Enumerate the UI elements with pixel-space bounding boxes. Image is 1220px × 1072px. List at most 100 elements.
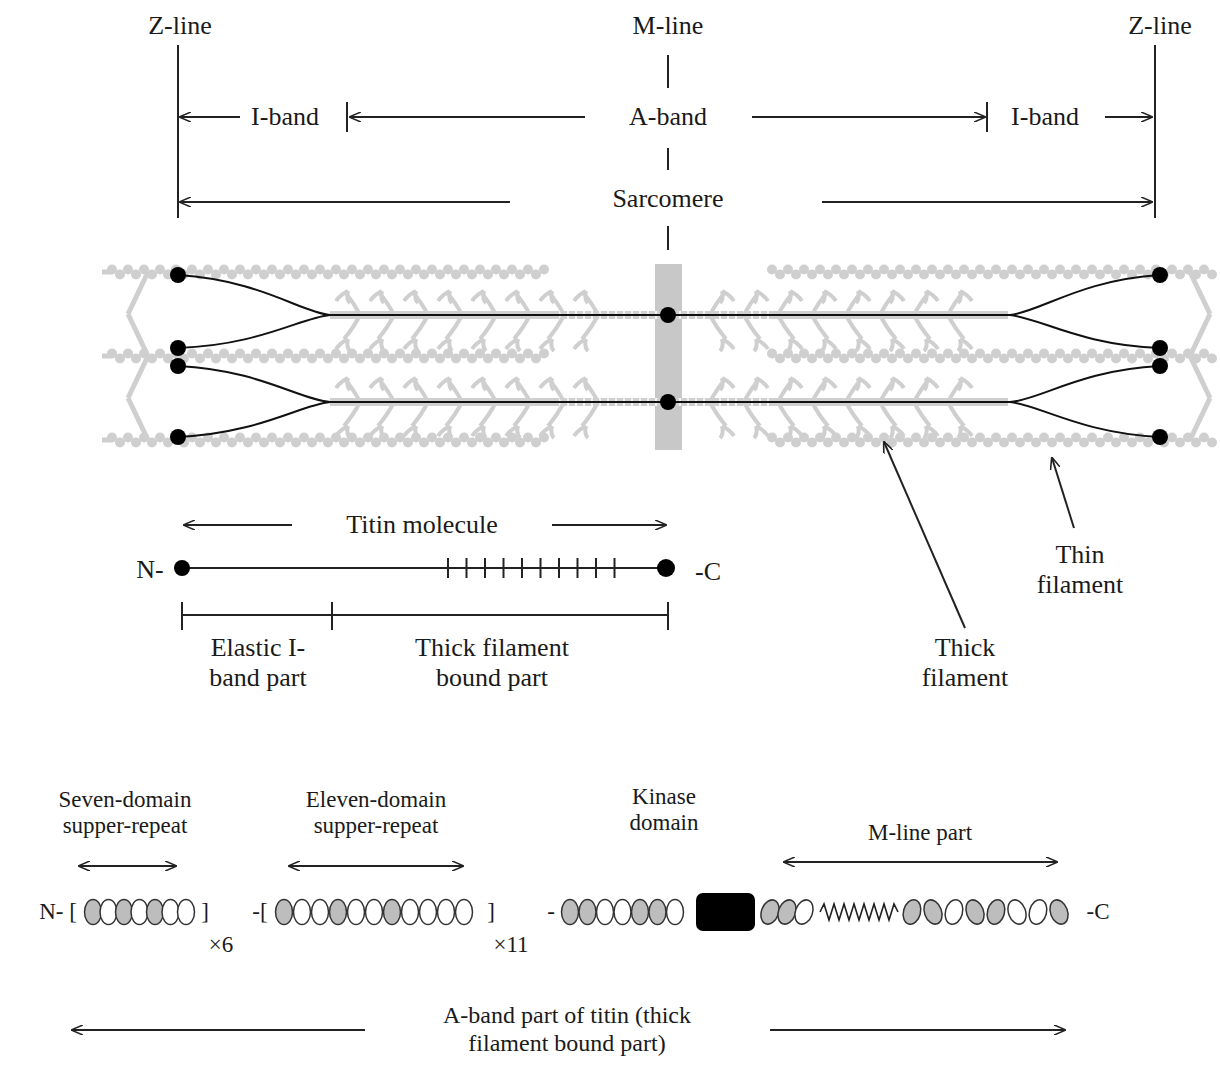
leader-arrows [884,442,1074,628]
domain [348,900,365,925]
myosin-head [812,378,836,402]
myosin-head [472,402,496,438]
z-disc-link [102,270,112,275]
domain [312,900,329,925]
domain [131,900,148,925]
domain [1047,897,1072,926]
titin-strands [178,275,1160,437]
repeat-label: Seven-domain supper-repeat [41,787,210,840]
terminus-label: -C [1085,899,1112,925]
domain [562,900,579,925]
actin-bead [1207,354,1217,364]
domain [276,900,293,925]
myosin-head [370,378,394,402]
domain [943,898,966,927]
myosin-head [846,378,870,402]
bracket-text: - [545,899,557,925]
line-name: Z-line [146,11,214,41]
myosin-head [846,402,870,438]
domain-tick [521,558,523,578]
actin-bead [1207,270,1217,280]
domain [632,900,649,925]
titin-schematic [182,525,668,630]
domain [116,900,133,925]
myosin-head [574,378,598,402]
titin-ends [170,267,1168,445]
domain [985,898,1008,927]
domain-tick [577,558,579,578]
myosin-head [574,315,598,351]
z-disc-link [102,438,112,443]
terminus-label: -C [693,557,723,587]
myosin-head [404,291,428,315]
actin-bead [539,349,549,359]
domain [649,900,666,925]
terminus-label: N- [134,555,165,585]
myosin-head [778,402,802,438]
domain [100,900,117,925]
domain [366,900,383,925]
actin-bead [1207,438,1217,448]
z-disc-link [128,314,148,356]
myosin-head [914,378,938,402]
repeat-count: ×6 [207,932,235,958]
myosin-head [404,402,428,438]
bracket-text: N- [ [37,899,79,925]
myosin-head [472,291,496,315]
domain-tick [614,558,616,578]
myosin-head [438,378,462,402]
domain [438,900,455,925]
myosin-head [574,402,598,438]
domain [456,900,473,925]
myosin-head [370,291,394,315]
domain [178,900,195,925]
domain-tick [466,558,468,578]
myosin-head [948,378,972,402]
domain [294,900,311,925]
band-name: I-band [249,102,321,132]
myosin-head [710,378,734,402]
myosin-head [506,315,530,351]
domain [901,898,924,927]
z-disc-link [128,272,148,314]
myosin-head [880,378,904,402]
domain [330,900,347,925]
myosin-head [914,291,938,315]
myosin-head [438,291,462,315]
myosin-head [744,402,768,438]
domain [85,900,102,925]
z-disc-link [1190,272,1210,314]
kinase-domain: Kinase domain [618,784,760,934]
myosin-head [880,315,904,351]
myosin-head [472,315,496,351]
myosin-head [404,315,428,351]
region-label: Thick filament bound part [393,633,592,693]
myosin-head [506,402,530,438]
bracket-text: -[ [250,899,269,925]
myosin-head [948,315,972,351]
domain [1027,898,1050,927]
myosin-head [778,378,802,402]
myosin-head [506,291,530,315]
node-heading: Kinase domain [618,784,710,837]
myosin-head [336,402,360,438]
z-disc-link [1190,356,1210,398]
m-line-part-label: M-line part [866,820,974,846]
z-disc-link [128,398,148,440]
myosin-head [914,315,938,351]
band-name: A-band [627,102,709,132]
region-label: Elastic I-band part [189,633,328,693]
domain [921,897,946,926]
z-disc-link [1190,398,1210,440]
z-disc-link [1190,314,1210,356]
myosin-head [948,291,972,315]
myosin-head [880,402,904,438]
myosin-head [472,378,496,402]
myosin-head [778,291,802,315]
filament-label: Thin filament [1028,540,1132,600]
domain-tick [447,558,449,578]
myosin-head [506,378,530,402]
band-name: I-band [1009,102,1081,132]
myosin-head [948,402,972,438]
